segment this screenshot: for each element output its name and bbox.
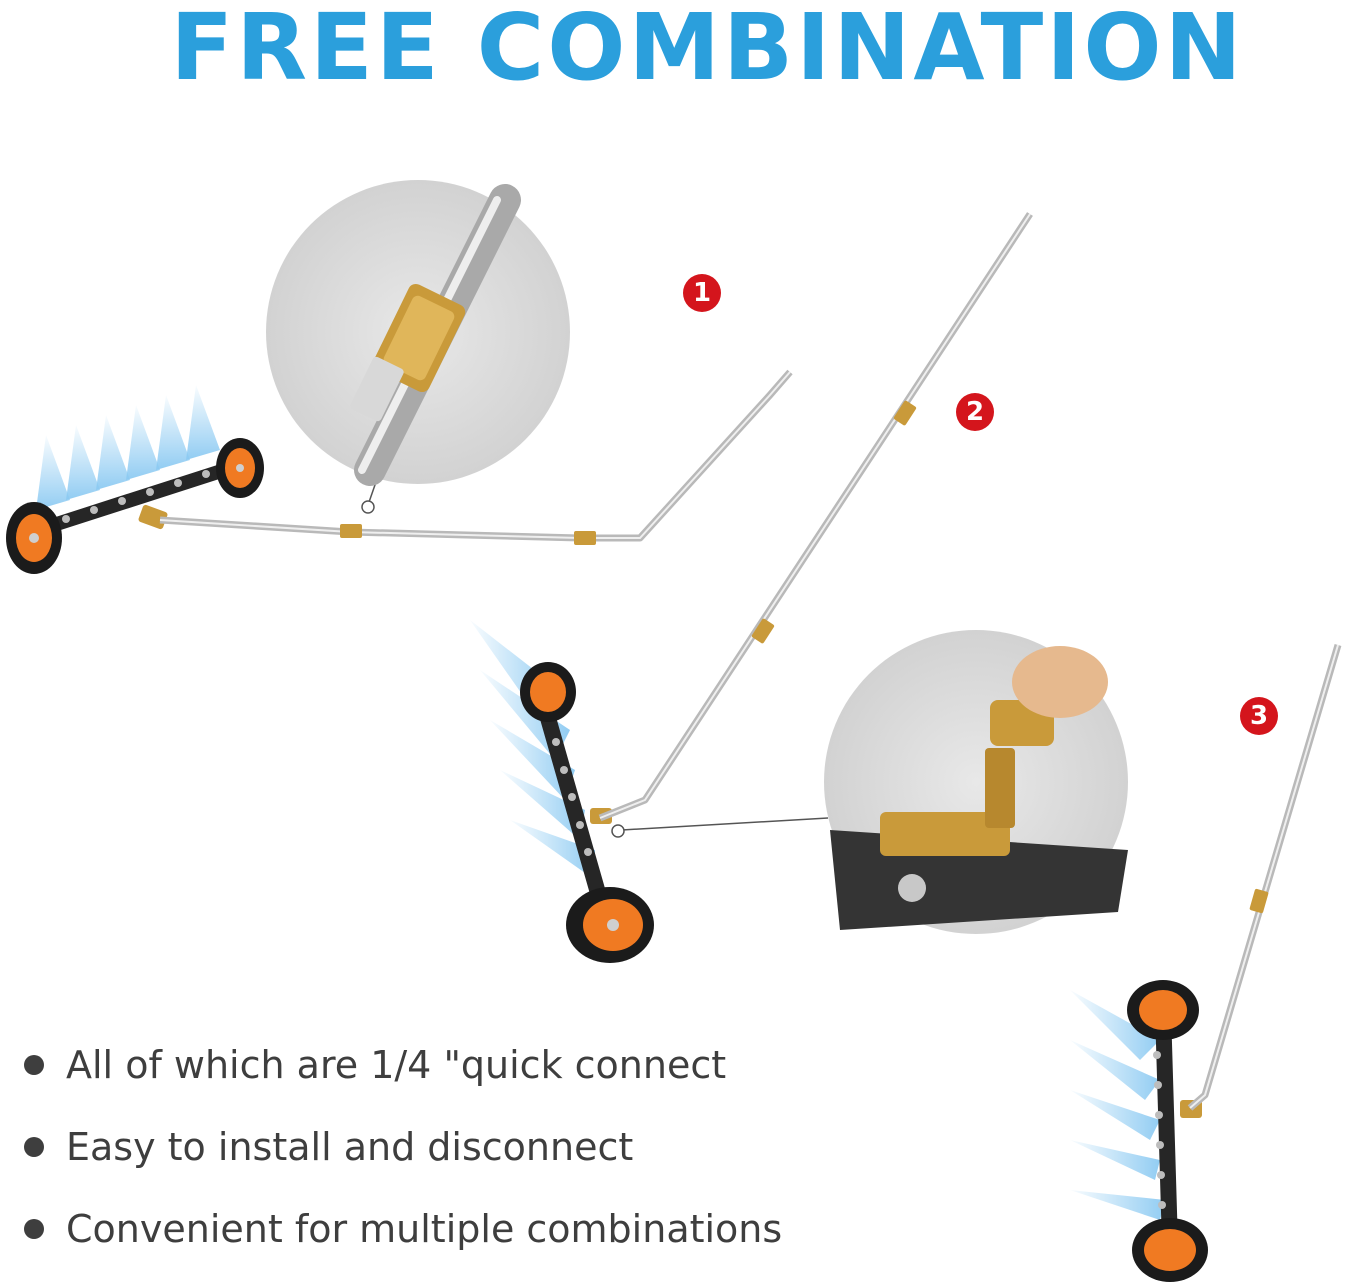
feature-list: All of which are 1/4 "quick connect Easy… [22, 1028, 782, 1274]
wheel-2a [520, 662, 576, 722]
bullet-dot-icon [24, 1055, 44, 1075]
assembly-3 [1070, 644, 1342, 1282]
wheel-1b [216, 438, 264, 498]
assembly-2 [470, 212, 1033, 963]
wheel-2b [566, 887, 654, 963]
detail-quick-connect [266, 180, 570, 486]
feature-item: Convenient for multiple combinations [22, 1192, 782, 1274]
wheel-3b [1132, 1218, 1208, 1282]
wheel-3a [1127, 980, 1199, 1040]
headline: FREE COMBINATION [170, 0, 1245, 101]
feature-text: Easy to install and disconnect [66, 1125, 634, 1169]
detail-connector [824, 630, 1128, 934]
feature-text: All of which are 1/4 "quick connect [66, 1043, 727, 1087]
assembly-1 [6, 369, 793, 574]
step-badge-1: 1 [683, 274, 721, 312]
wheel-1a [6, 502, 62, 574]
feature-item: All of which are 1/4 "quick connect [22, 1028, 782, 1110]
spray-bar-3 [1155, 1002, 1178, 1253]
step-badge-2: 2 [956, 393, 994, 431]
bullet-dot-icon [24, 1137, 44, 1157]
bullet-dot-icon [24, 1219, 44, 1239]
feature-item: Easy to install and disconnect [22, 1110, 782, 1192]
spray-jets-1 [36, 385, 220, 510]
step-badge-3: 3 [1240, 697, 1278, 735]
feature-text: Convenient for multiple combinations [66, 1207, 783, 1251]
